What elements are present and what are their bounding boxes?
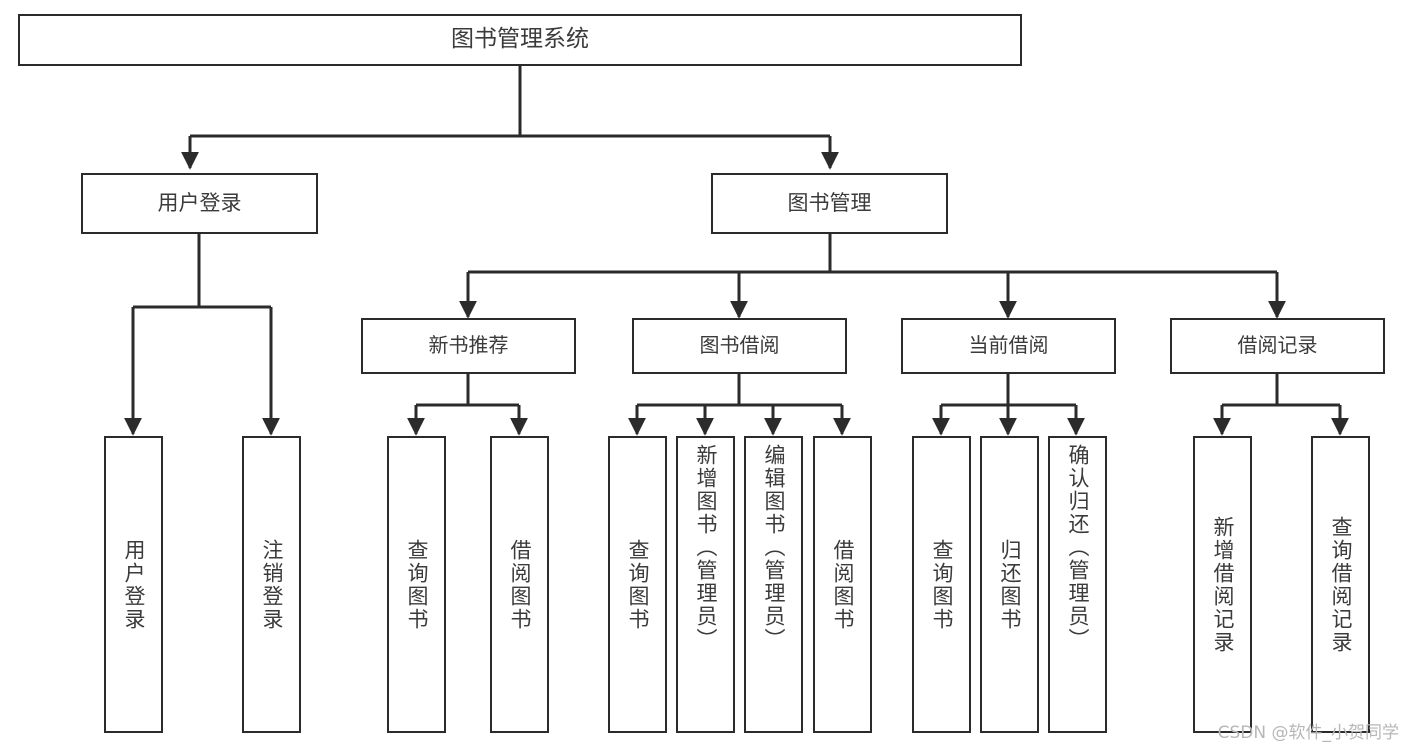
leaf-query-book-borrow-label: 查询图书 — [626, 538, 650, 631]
leaf-add-book-admin[interactable]: 新增图书（管理员） — [676, 436, 735, 733]
leaf-add-book-admin-label: 新增图书（管理员） — [694, 444, 718, 651]
node-book-management[interactable]: 图书管理 — [711, 173, 948, 234]
watermark: CSDN @软件_小贺同学 — [1217, 723, 1399, 743]
node-borrow-record[interactable]: 借阅记录 — [1170, 318, 1385, 374]
node-root-label: 图书管理系统 — [451, 26, 589, 53]
node-book-management-label: 图书管理 — [787, 191, 872, 216]
leaf-query-borrow-record-label: 查询借阅记录 — [1329, 515, 1353, 654]
leaf-logout-label: 注销登录 — [260, 538, 284, 631]
leaf-edit-book-admin-label: 编辑图书（管理员） — [762, 444, 786, 651]
leaf-borrow-book-recommend-label: 借阅图书 — [508, 538, 532, 631]
node-new-book-recommend-label: 新书推荐 — [428, 333, 509, 358]
leaf-borrow-book[interactable]: 借阅图书 — [813, 436, 872, 733]
node-borrow-record-label: 借阅记录 — [1237, 333, 1318, 358]
leaf-confirm-return-admin[interactable]: 确认归还（管理员） — [1048, 436, 1107, 733]
node-new-book-recommend[interactable]: 新书推荐 — [361, 318, 576, 374]
node-root[interactable]: 图书管理系统 — [18, 14, 1022, 66]
leaf-query-book-recommend[interactable]: 查询图书 — [387, 436, 446, 733]
node-user-login-label: 用户登录 — [157, 191, 242, 216]
leaf-query-book-borrow[interactable]: 查询图书 — [608, 436, 667, 733]
leaf-user-login-label: 用户登录 — [122, 538, 146, 631]
leaf-edit-book-admin[interactable]: 编辑图书（管理员） — [744, 436, 803, 733]
leaf-add-borrow-record[interactable]: 新增借阅记录 — [1193, 436, 1252, 733]
leaf-borrow-book-label: 借阅图书 — [831, 538, 855, 631]
leaf-query-book-recommend-label: 查询图书 — [405, 538, 429, 631]
leaf-borrow-book-recommend[interactable]: 借阅图书 — [490, 436, 549, 733]
leaf-add-borrow-record-label: 新增借阅记录 — [1211, 515, 1235, 654]
node-book-borrow-label: 图书借阅 — [699, 333, 780, 358]
leaf-query-book-current-label: 查询图书 — [930, 538, 954, 631]
leaf-query-book-current[interactable]: 查询图书 — [912, 436, 971, 733]
node-current-borrow[interactable]: 当前借阅 — [901, 318, 1116, 374]
leaf-user-login[interactable]: 用户登录 — [104, 436, 163, 733]
node-book-borrow[interactable]: 图书借阅 — [632, 318, 847, 374]
leaf-logout[interactable]: 注销登录 — [242, 436, 301, 733]
node-user-login[interactable]: 用户登录 — [81, 173, 318, 234]
leaf-return-book-label: 归还图书 — [998, 538, 1022, 631]
node-current-borrow-label: 当前借阅 — [968, 333, 1049, 358]
leaf-query-borrow-record[interactable]: 查询借阅记录 — [1311, 436, 1370, 733]
leaf-return-book[interactable]: 归还图书 — [980, 436, 1039, 733]
leaf-confirm-return-admin-label: 确认归还（管理员） — [1066, 444, 1090, 651]
